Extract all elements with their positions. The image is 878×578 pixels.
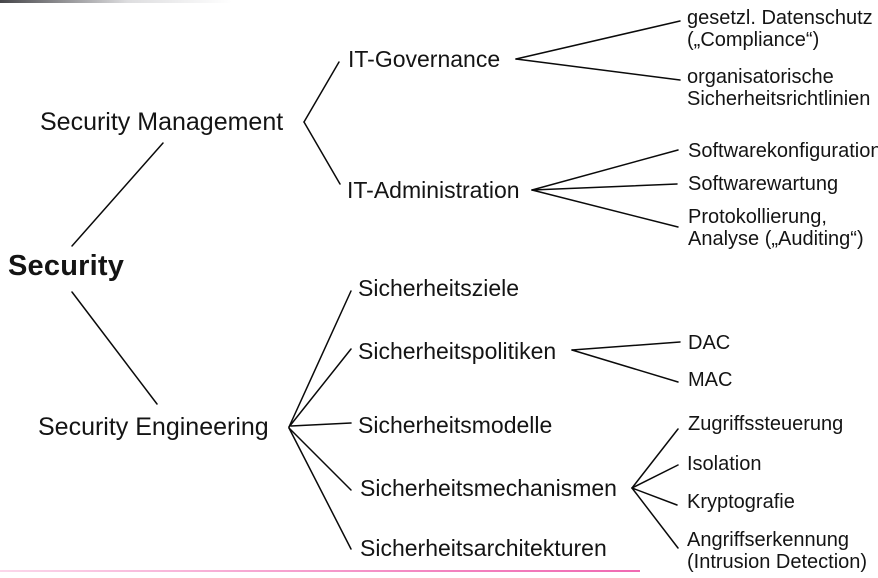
edge	[631, 428, 679, 489]
leaf-mac: MAC	[688, 369, 733, 391]
leaf-softwarewartung: Softwarewartung	[688, 173, 839, 195]
node-sicherheitsziele: Sicherheitsziele	[358, 275, 520, 301]
leaf-gesetzl-datenschutz: gesetzl. Datenschutz („Compliance“)	[687, 7, 873, 51]
node-sicherheitsarchitekturen: Sicherheitsarchitekturen	[360, 535, 607, 561]
edge	[571, 341, 681, 351]
leaf-isolation: Isolation	[687, 453, 762, 475]
edge	[571, 349, 679, 383]
edge	[631, 487, 679, 549]
edge	[631, 487, 678, 506]
leaf-protokollierung-auditing: Protokollierung, Analyse („Auditing“)	[688, 206, 864, 250]
node-security-root: Security	[8, 250, 125, 282]
leaf-angriffserkennung: Angriffserkennung (Intrusion Detection)	[687, 529, 868, 573]
edge	[288, 348, 352, 428]
edge	[531, 189, 679, 228]
edge	[290, 422, 352, 427]
node-sicherheitsmechanismen: Sicherheitsmechanismen	[360, 475, 617, 501]
edge	[303, 61, 340, 123]
edge	[288, 290, 352, 428]
edge	[515, 20, 681, 60]
leaf-organisatorische-richtlinien: organisatorische Sicherheitsrichtlinien	[687, 66, 871, 110]
bottom-edge-pink-line-artifact	[0, 570, 640, 572]
top-edge-scan-artifact	[0, 0, 232, 3]
edge	[288, 427, 352, 550]
node-it-administration: IT-Administration	[347, 177, 520, 203]
node-sicherheitsmodelle: Sicherheitsmodelle	[358, 412, 553, 438]
node-security-management: Security Management	[40, 108, 284, 136]
node-sicherheitspolitiken: Sicherheitspolitiken	[358, 338, 557, 364]
edge	[515, 58, 681, 81]
leaf-softwarekonfiguration: Softwarekonfiguration	[688, 140, 878, 162]
edge	[631, 464, 679, 489]
edge	[71, 142, 164, 247]
edge	[531, 183, 678, 191]
node-it-governance: IT-Governance	[348, 46, 501, 72]
leaf-dac: DAC	[688, 332, 731, 354]
edge	[288, 427, 352, 491]
edge	[303, 121, 341, 185]
node-security-engineering: Security Engineering	[38, 413, 269, 441]
leaf-kryptografie: Kryptografie	[687, 491, 795, 513]
leaf-zugriffssteuerung: Zugriffssteuerung	[688, 413, 844, 435]
edge	[71, 291, 158, 405]
edge	[531, 149, 679, 191]
